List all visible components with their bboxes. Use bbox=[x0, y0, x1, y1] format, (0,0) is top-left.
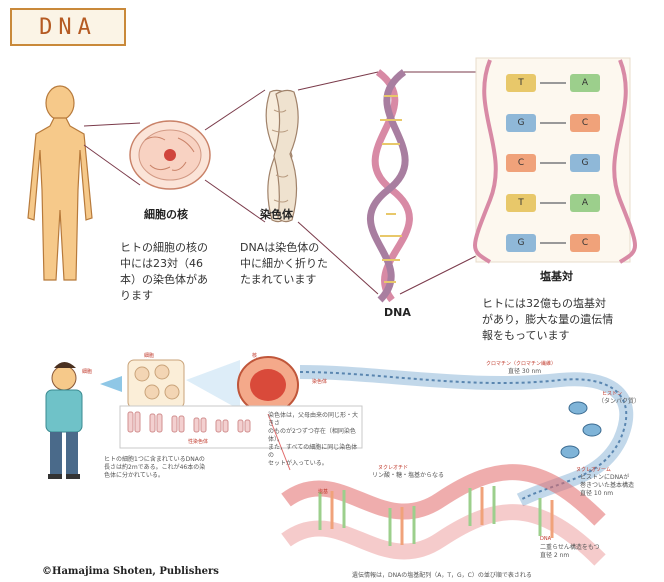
base-pair-rows: T A G C C G T A G C bbox=[476, 58, 630, 262]
base-letter: C bbox=[570, 114, 600, 132]
bond-line bbox=[540, 162, 566, 164]
dna-helix-icon bbox=[370, 72, 409, 300]
base-letter: C bbox=[506, 154, 536, 172]
dna-small-desc: 二重らせん構造をもつ 直径 2 nm bbox=[540, 544, 620, 560]
desc-line: 報をもっています bbox=[482, 328, 632, 344]
desc-line: 直径 2 nm bbox=[540, 552, 620, 560]
nucleosome-label: ヌクレオソーム bbox=[576, 466, 611, 473]
nucleosome-desc: ヒストンにDNAが 巻きついた基本構造 直径 10 nm bbox=[580, 474, 660, 498]
desc-line: 二重らせん構造をもつ bbox=[540, 544, 620, 552]
chromosome-box-text: 染色体は，父母由来の同じ形・大きさ のものが2つずつ存在（相同染色体）。 また，… bbox=[268, 412, 360, 468]
bond-line bbox=[540, 202, 566, 204]
base-letter: T bbox=[506, 194, 536, 212]
desc-line: 染色体は，父母由来の同じ形・大きさ bbox=[268, 412, 360, 428]
bond-line bbox=[540, 242, 566, 244]
base-row: T A bbox=[506, 74, 600, 94]
base-sequence-note: 遺伝情報は，DNAの塩基配列（A，T，G，C）の並び順で表される bbox=[352, 572, 652, 580]
nucleus-icon bbox=[130, 121, 210, 189]
base-letter: A bbox=[570, 74, 600, 92]
desc-line: たまれています bbox=[240, 272, 360, 288]
base-letter: A bbox=[570, 194, 600, 212]
chromatin-label: クロマチン（クロマチン繊維） bbox=[486, 360, 556, 367]
student-icon bbox=[46, 362, 82, 479]
base-letter: C bbox=[570, 234, 600, 252]
person-label: 細胞 bbox=[82, 368, 92, 375]
cell-nucleus-icon bbox=[238, 357, 298, 413]
base-pair-label: 塩基対 bbox=[540, 268, 573, 284]
desc-line: セットが入っている。 bbox=[268, 460, 360, 468]
base-letter: G bbox=[506, 234, 536, 252]
bond-line bbox=[540, 122, 566, 124]
dna-label: DNA bbox=[384, 306, 411, 319]
cell-label: 細胞 bbox=[144, 352, 154, 359]
chromatin-size: 直径 30 nm bbox=[508, 368, 541, 376]
base-row: C G bbox=[506, 154, 600, 174]
desc-line: ります bbox=[120, 288, 240, 304]
base-row: G C bbox=[506, 234, 600, 254]
nucleotide-desc: リン酸・糖・塩基からなる bbox=[372, 472, 444, 480]
bond-line bbox=[540, 82, 566, 84]
chromosome-label: 染色体 bbox=[260, 206, 293, 222]
nucleotide-label: ヌクレオチド bbox=[378, 464, 408, 471]
chromosome-small-label: 染色体 bbox=[312, 378, 327, 385]
desc-line: DNAは染色体の bbox=[240, 240, 360, 256]
base-letter: G bbox=[570, 154, 600, 172]
desc-line: 長さは約2mである。これが46本の染 bbox=[104, 464, 254, 472]
desc-line: 中には23対（46 bbox=[120, 256, 240, 272]
human-figure-icon bbox=[28, 86, 92, 280]
dna-small-label: DNA bbox=[540, 536, 551, 542]
desc-line: 本）の染色体があ bbox=[120, 272, 240, 288]
desc-line: ヒトの細胞1つに含まれているDNAの bbox=[104, 456, 254, 464]
chromosome-icon bbox=[266, 90, 298, 221]
nucleus-small-label: 核 bbox=[252, 352, 257, 359]
histone-label: ヒストン bbox=[602, 390, 622, 397]
desc-line: 巻きついた基本構造 bbox=[580, 482, 660, 490]
chromosome-desc: DNAは染色体の 中に細かく折りた たまれています bbox=[240, 240, 360, 288]
dna-length-note: ヒトの細胞1つに含まれているDNAの 長さは約2mである。これが46本の染 色体… bbox=[104, 456, 254, 480]
desc-line: 色体に分かれている。 bbox=[104, 472, 254, 480]
desc-line: があり，膨大な量の遺伝情 bbox=[482, 312, 632, 328]
copyright-text: ©Hamajima Shoten, Publishers bbox=[42, 566, 219, 577]
base-letter: G bbox=[506, 114, 536, 132]
nucleus-label: 細胞の核 bbox=[144, 206, 188, 222]
cells-icon bbox=[128, 360, 184, 408]
desc-line: ヒトの細胞の核の bbox=[120, 240, 240, 256]
nucleus-desc: ヒトの細胞の核の 中には23対（46 本）の染色体があ ります bbox=[120, 240, 240, 304]
histone-sub: （タンパク質） bbox=[598, 398, 640, 406]
base-letter: T bbox=[506, 74, 536, 92]
sex-chromosome-label: 性染色体 bbox=[188, 438, 208, 445]
desc-line: のものが2つずつ存在（相同染色体）。 bbox=[268, 428, 360, 444]
base-row: G C bbox=[506, 114, 600, 134]
desc-line: また，すべての細胞に同じ染色体の bbox=[268, 444, 360, 460]
desc-line: ヒトには32億もの塩基対 bbox=[482, 296, 632, 312]
base-row: T A bbox=[506, 194, 600, 214]
base-small-label: 塩基 bbox=[318, 488, 328, 495]
desc-line: 直径 10 nm bbox=[580, 490, 660, 498]
desc-line: 中に細かく折りた bbox=[240, 256, 360, 272]
base-pair-desc: ヒトには32億もの塩基対 があり，膨大な量の遺伝情 報をもっています bbox=[482, 296, 632, 344]
desc-line: ヒストンにDNAが bbox=[580, 474, 660, 482]
